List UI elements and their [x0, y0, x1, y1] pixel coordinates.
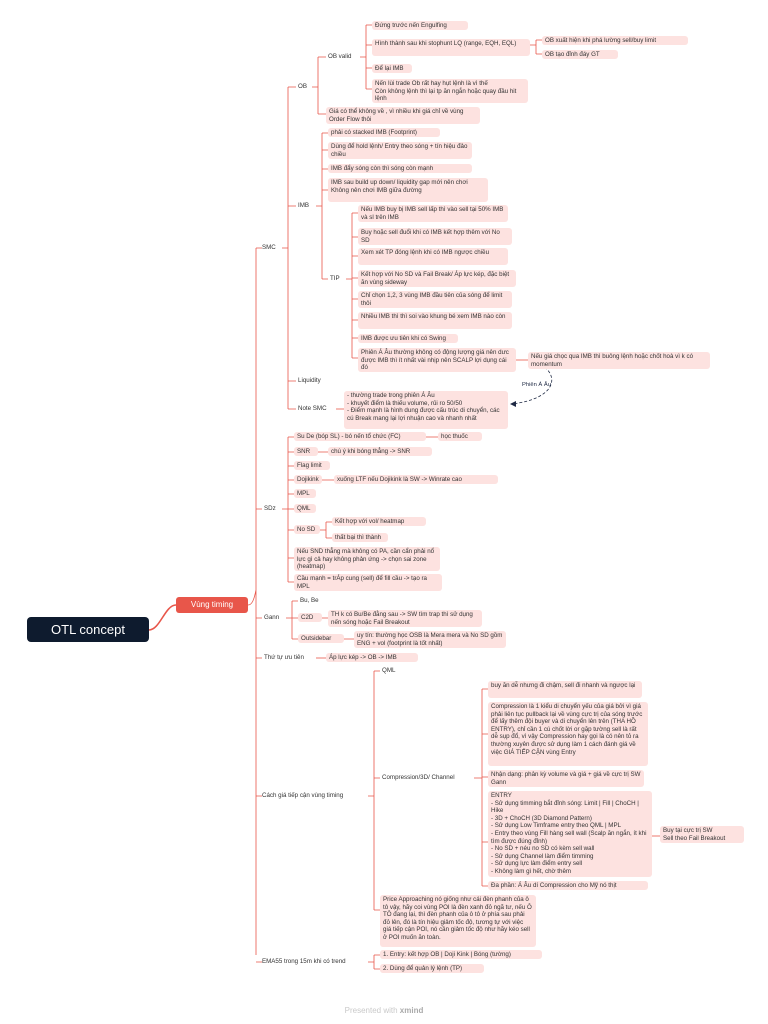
sdz-item[interactable]: Flag limit [294, 461, 330, 470]
ema-item[interactable]: 1. Entry: kết hợp OB | Doji Kink | Bóng … [380, 950, 542, 959]
tip-item[interactable]: Phiên Á Âu thường không có động lượng gi… [358, 348, 516, 372]
gann-item[interactable]: Bu, Be [300, 597, 319, 604]
priority-topic[interactable]: Thứ tự ưu tiên [264, 654, 304, 661]
ob-valid-item[interactable]: Để lại IMB [372, 64, 412, 73]
footer: Presented with xmind [0, 1006, 768, 1015]
ob-valid-topic[interactable]: OB valid [328, 53, 352, 60]
ob-topic[interactable]: OB [298, 83, 307, 90]
approach-topic[interactable]: Cách giá tiếp cận vùng timing [262, 792, 344, 799]
gann-item[interactable]: Outsidebar [298, 634, 344, 643]
imb-item[interactable]: Dùng để hold lệnh/ Entry theo sóng + tín… [328, 142, 472, 159]
tip-topic[interactable]: TIP [330, 275, 340, 282]
sdz-item[interactable]: QML [294, 504, 316, 513]
tip-item[interactable]: Nếu IMB buy bị IMB sell lấp thì vào sell… [358, 205, 508, 222]
main-topic-vung-timing[interactable]: Vùng timing [176, 597, 248, 613]
compression-item[interactable]: buy ăn dễ nhưng đi chậm, sell đi nhanh v… [488, 681, 642, 698]
tip-item[interactable]: Chỉ chọn 1,2, 3 vùng IMB đầu tiên của só… [358, 291, 512, 308]
gann-item[interactable]: C2D [298, 613, 322, 622]
sdz-item[interactable]: MPL [294, 489, 316, 498]
priority-value[interactable]: Áp lực kép -> OB -> IMB [326, 653, 418, 662]
tip-item[interactable]: Kết hợp với No SD và Fail Break/ Áp lực … [358, 270, 516, 287]
imb-item[interactable]: phải có stacked IMB (Footprint) [328, 128, 440, 137]
sdz-item[interactable]: Nếu SND thẳng mà không có PA, cần cẩn ph… [294, 547, 440, 571]
sdz-topic[interactable]: SDz [264, 505, 276, 512]
liquidity-topic[interactable]: Liquidity [298, 377, 321, 384]
ob-valid-item[interactable]: Hình thành sau khi stophunt LQ (range, E… [372, 39, 530, 56]
gann-c2d-note[interactable]: TH k có Bu/Be đằng sau -> SW tìm trap th… [328, 610, 482, 627]
imb-item[interactable]: IMB sau build up down/ liquidity gap mới… [328, 178, 488, 202]
gann-outsidebar-note[interactable]: uy tín: thường học OSB là Mera mera và N… [354, 631, 506, 648]
footer-brand: xmind [399, 1006, 424, 1015]
tip-item[interactable]: Xem xét TP đóng lệnh khi có IMB ngược ch… [358, 248, 508, 265]
sdz-item[interactable]: Cầu mạnh = trÁp cung (sell) để fill cầu … [294, 574, 442, 591]
imb-item[interactable]: IMB đẩy sóng còn thì sóng còn mạnh [328, 164, 472, 173]
tip-item[interactable]: Buy hoặc sell đuổi khi có IMB kết hợp th… [358, 228, 512, 245]
price-approaching-note[interactable]: Price Approaching nó giống như cái đèn p… [380, 895, 536, 947]
relation-label: Phiên Á Âu [522, 382, 552, 388]
sdz-child[interactable]: xuống LTF nếu Dojikink là SW -> Winrate … [334, 475, 498, 484]
ob-note[interactable]: Giá có thể không về , vì nhiều khi giá c… [326, 107, 480, 124]
imb-topic[interactable]: IMB [298, 202, 310, 209]
sdz-item[interactable]: No SD [294, 525, 320, 534]
note-smc-text[interactable]: - thường trade trong phiên Á Âu - khuyết… [344, 391, 508, 429]
footer-prefix: Presented with [344, 1006, 398, 1015]
ob-valid-item[interactable]: Đứng trước nến Engulfing [372, 21, 468, 30]
gann-topic[interactable]: Gann [264, 614, 280, 621]
tip-item[interactable]: Nhiều IMB thì thì soi vào khung bé xem I… [358, 312, 512, 329]
sdz-item[interactable]: Su De (bóp SL) - bó nến tổ chức (FC) [294, 432, 426, 441]
sdz-item[interactable]: SNR [294, 447, 318, 456]
ob-valid-subitem[interactable]: OB xuất hiện khi phá lường sell/buy limi… [542, 36, 688, 45]
sdz-child[interactable]: thất bại thì thành SNR [332, 533, 388, 542]
smc-topic[interactable]: SMC [262, 244, 276, 251]
tip-side-note[interactable]: Nếu giá chọc qua IMB thì buông lệnh hoặc… [528, 352, 710, 369]
ema-item[interactable]: 2. Dùng để quản lý lệnh (TP) [380, 964, 484, 973]
note-smc-topic[interactable]: Note SMC [298, 405, 327, 412]
tip-item[interactable]: IMB được ưu tiên khi có Swing tím [358, 334, 458, 343]
ema-topic[interactable]: EMA55 trong 15m khi có trend [262, 958, 346, 965]
ob-valid-item[interactable]: Nến lùi trade Ob rất hay hụt lệnh là vì … [372, 79, 528, 103]
compression-item[interactable]: Đa phần: Á Âu dí Compression cho Mỹ nó t… [488, 881, 648, 890]
compression-entry[interactable]: ENTRY - Sử dụng timming bắt đỉnh sóng: L… [488, 791, 652, 877]
compression-item[interactable]: Compression là 1 kiểu di chuyển yếu của … [488, 702, 648, 766]
sdz-item[interactable]: Dojikink [294, 475, 322, 484]
sdz-child[interactable]: Kết hợp với vol/ heatmap [332, 517, 426, 526]
sdz-child[interactable]: học thuốc [438, 432, 482, 441]
root-topic[interactable]: OTL concept [27, 617, 149, 642]
approach-qml[interactable]: QML [382, 667, 396, 674]
sdz-child[interactable]: chú ý khi bóng thẳng -> SNR [328, 447, 432, 456]
compression-topic[interactable]: Compression/3D/ Channel [382, 774, 455, 781]
compression-item[interactable]: Nhận dạng: phân kỳ volume và giá + giá v… [488, 770, 644, 787]
ob-valid-subitem[interactable]: OB tạo đỉnh đáy GT [542, 50, 618, 59]
compression-entry-side[interactable]: Buy tại cực trị SW Sell theo Fail Breako… [660, 826, 744, 843]
